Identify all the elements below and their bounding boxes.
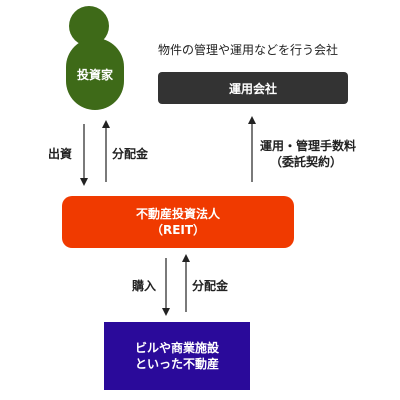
management-label: 運用会社 [228,81,277,96]
investment-label: 出資 [48,147,73,161]
fee-label: 運用・管理手数料 [260,139,357,153]
management-node: 運用会社 [158,72,348,104]
property-sublabel: といった不動産 [134,357,219,371]
distribution-label: 分配金 [112,147,149,161]
fee-contract-label: （委託契約） [270,155,343,169]
investor-node: 投資家 [66,38,124,110]
management-caption: 物件の管理や運用などを行う会社 [158,43,339,57]
returns-label: 分配金 [192,279,229,293]
property-label: ビルや商業施設 [134,341,219,355]
reit-sublabel: （REIT） [150,223,206,237]
reit-node: 不動産投資法人 （REIT） [62,196,294,248]
property-node: ビルや商業施設 といった不動産 [104,322,250,390]
investor-label: 投資家 [76,67,113,82]
reit-label: 不動産投資法人 [135,207,220,221]
purchase-label: 購入 [132,279,157,293]
